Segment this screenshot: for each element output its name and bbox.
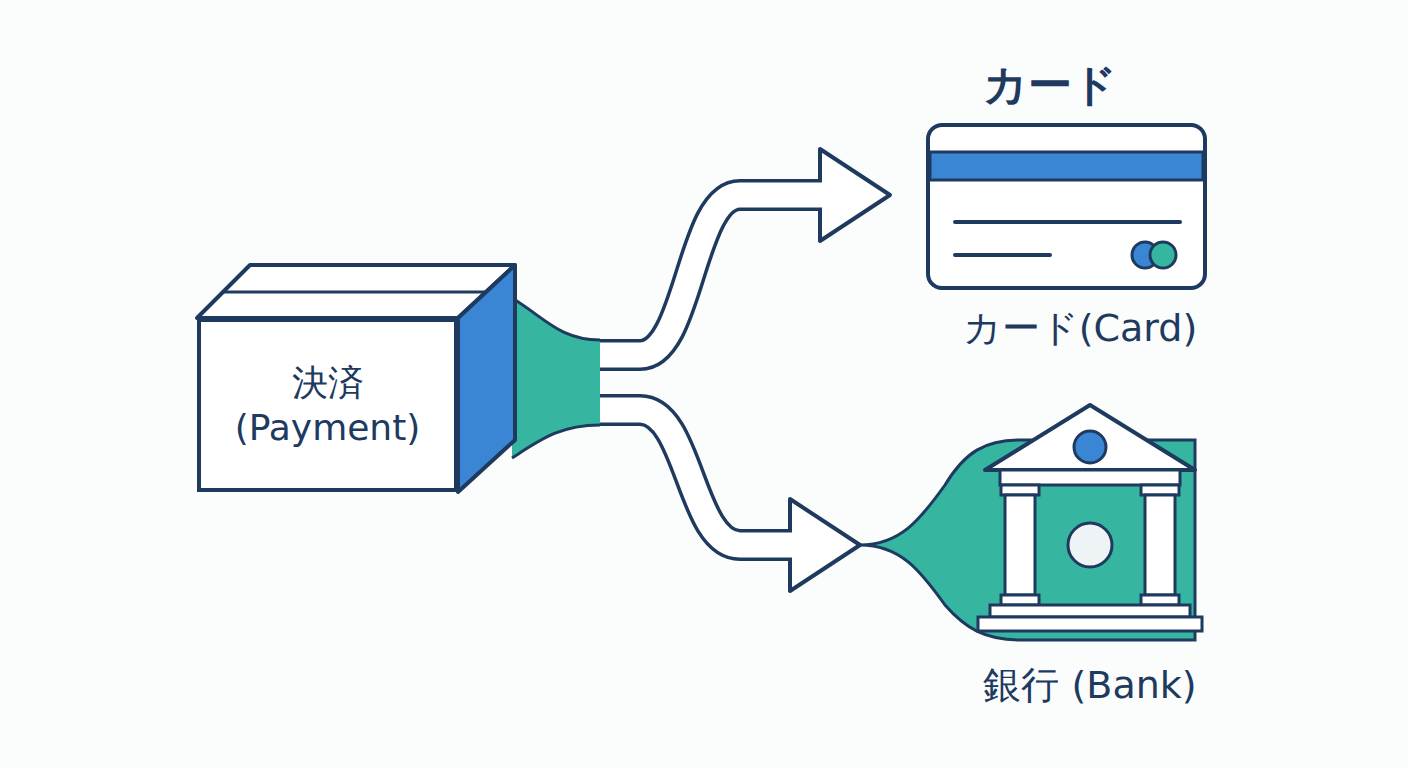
card-body — [928, 125, 1205, 288]
bank-column — [1005, 495, 1035, 595]
card-node: カードカード(Card) — [890, 55, 1210, 365]
card-line — [955, 253, 1050, 257]
card-outline — [928, 125, 1205, 288]
bank-label: 銀行 (Bank) — [940, 662, 1240, 710]
box-lid-line — [222, 291, 488, 294]
bank-column — [1145, 495, 1175, 595]
card-stripe — [930, 152, 1203, 180]
arrow-outline — [458, 410, 793, 545]
arrow-body — [458, 410, 794, 545]
funnel-fill — [512, 298, 600, 458]
funnel-edge — [512, 298, 600, 340]
bank-step — [978, 617, 1202, 631]
bank-illustration — [860, 400, 1210, 660]
bank-emblem — [1074, 431, 1106, 463]
card-logo — [1150, 242, 1176, 268]
card-label: カード(Card) — [930, 305, 1230, 353]
bank-node: 銀行 (Bank) — [860, 400, 1210, 720]
bank-beam — [1000, 470, 1180, 485]
bank-roof — [985, 405, 1195, 470]
payment-box: 決済 (Payment) — [197, 318, 458, 492]
box-top-face — [197, 265, 515, 318]
funnel-edge — [512, 425, 600, 458]
arrow-body — [458, 195, 824, 355]
arrow-head — [790, 499, 860, 591]
bank-step — [990, 605, 1190, 617]
bank-flow-blob — [860, 440, 1195, 640]
card-heading: カード — [950, 57, 1150, 112]
flow-arrow — [458, 149, 890, 355]
box-side-face — [458, 265, 515, 492]
arrow-outline — [458, 195, 823, 355]
card-line — [955, 220, 1180, 224]
flow-arrow — [458, 410, 860, 591]
bank-coin — [1068, 523, 1112, 567]
box-label: 決済 (Payment) — [223, 360, 433, 450]
arrow-head — [820, 149, 890, 241]
